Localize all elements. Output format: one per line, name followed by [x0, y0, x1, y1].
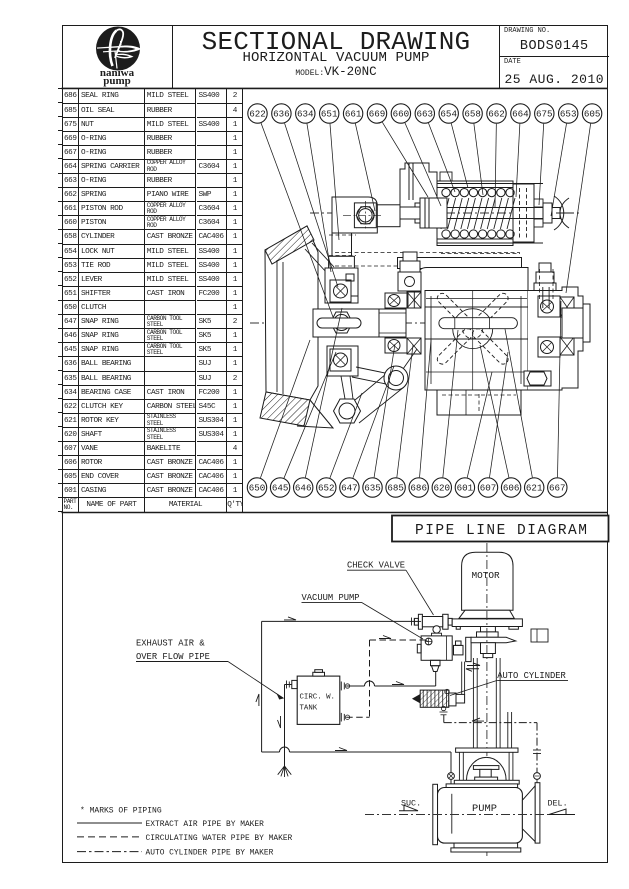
svg-text:646: 646 [295, 483, 312, 494]
svg-text:* MARKS OF PIPING: * MARKS OF PIPING [80, 807, 162, 816]
svg-text:AUTO CYLINDER: AUTO CYLINDER [497, 671, 566, 681]
svg-text:662: 662 [488, 109, 505, 120]
svg-text:622: 622 [249, 109, 266, 120]
svg-text:621: 621 [526, 483, 543, 494]
svg-text:685: 685 [387, 483, 404, 494]
svg-text:658: 658 [464, 109, 481, 120]
svg-text:TANK: TANK [300, 704, 318, 712]
svg-text:663: 663 [417, 109, 434, 120]
svg-text:654: 654 [440, 109, 457, 120]
svg-text:607: 607 [480, 483, 497, 494]
svg-text:MOTOR: MOTOR [472, 570, 501, 581]
svg-text:675: 675 [536, 109, 553, 120]
svg-text:606: 606 [503, 483, 520, 494]
svg-text:661: 661 [345, 109, 362, 120]
svg-text:605: 605 [584, 109, 601, 120]
svg-text:EXTRACT AIR PIPE BY MAKER: EXTRACT AIR PIPE BY MAKER [146, 820, 265, 829]
svg-text:645: 645 [272, 483, 289, 494]
svg-text:664: 664 [512, 109, 529, 120]
svg-text:EXHAUST AIR &: EXHAUST AIR & [136, 638, 205, 648]
svg-text:SUC.: SUC. [401, 799, 421, 809]
svg-text:OVER FLOW PIPE: OVER FLOW PIPE [136, 652, 210, 662]
svg-text:CIRC. W.: CIRC. W. [300, 694, 335, 702]
svg-text:652: 652 [318, 483, 335, 494]
svg-text:669: 669 [369, 109, 386, 120]
svg-text:653: 653 [560, 109, 577, 120]
svg-text:635: 635 [364, 483, 381, 494]
svg-text:PUMP: PUMP [472, 803, 497, 815]
svg-text:CHECK VALVE: CHECK VALVE [347, 561, 405, 571]
svg-text:651: 651 [321, 109, 338, 120]
svg-text:DEL.: DEL. [548, 799, 568, 809]
svg-text:660: 660 [393, 109, 410, 120]
svg-text:647: 647 [341, 483, 358, 494]
svg-text:PIPE LINE DIAGRAM: PIPE LINE DIAGRAM [415, 523, 588, 539]
svg-text:601: 601 [457, 483, 474, 494]
svg-text:CIRCULATING WATER PIPE BY MAKE: CIRCULATING WATER PIPE BY MAKER [146, 834, 293, 843]
svg-text:636: 636 [273, 109, 290, 120]
svg-text:686: 686 [410, 483, 427, 494]
svg-text:650: 650 [249, 483, 266, 494]
svg-text:634: 634 [297, 109, 314, 120]
svg-text:667: 667 [549, 483, 566, 494]
svg-text:620: 620 [434, 483, 451, 494]
svg-text:VACUUM PUMP: VACUUM PUMP [302, 593, 360, 603]
svg-text:AUTO CYLINDER PIPE BY MAKER: AUTO CYLINDER PIPE BY MAKER [146, 849, 274, 858]
